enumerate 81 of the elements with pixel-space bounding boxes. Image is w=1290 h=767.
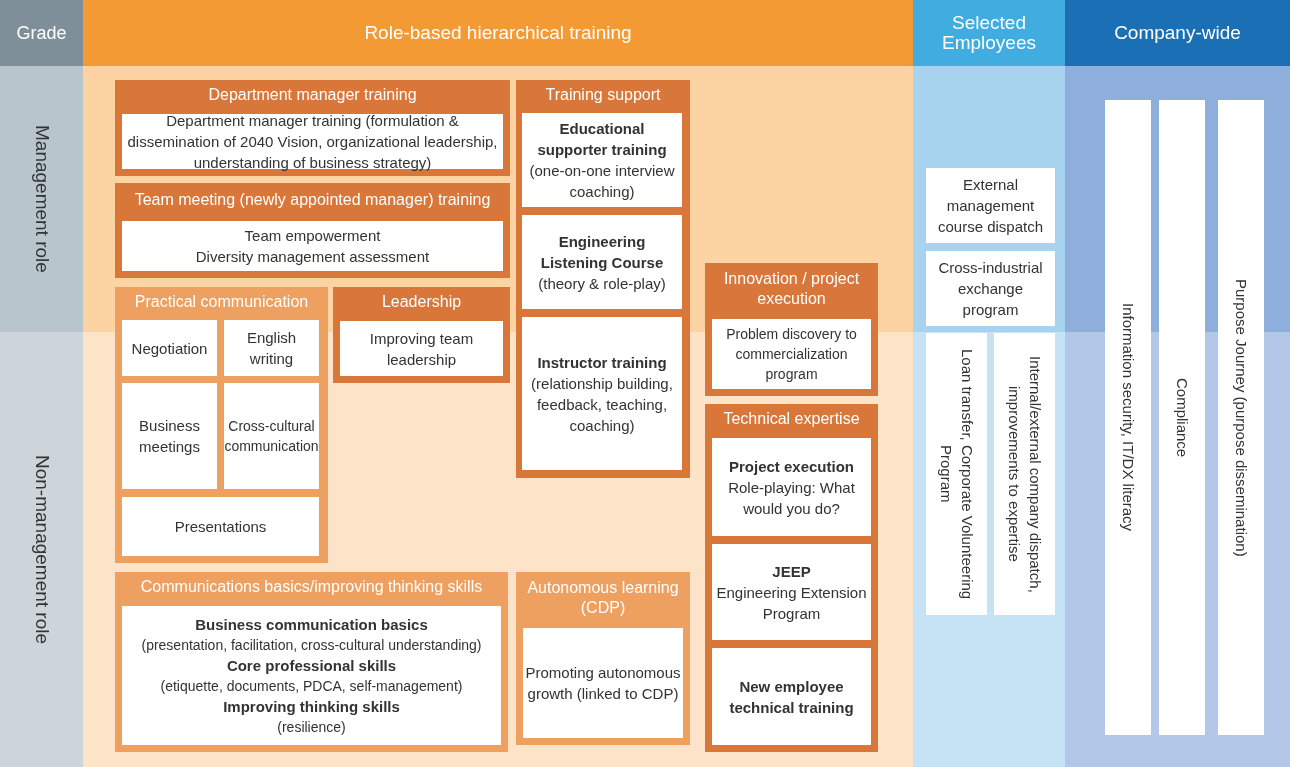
course-box [926, 168, 1055, 243]
box-heading: Leadership [380, 292, 463, 312]
row-header [0, 332, 83, 767]
course-label: Role-playing: What would you do? [727, 477, 856, 519]
course-label: Cross-cultural communication [224, 417, 319, 456]
row-header [0, 66, 83, 332]
course-title: Project execution [728, 456, 854, 477]
column-background [913, 0, 1065, 767]
course-group [115, 287, 328, 563]
course-label: Presentations [174, 517, 267, 537]
course-title: Core professional skills [226, 656, 397, 676]
course-box [926, 251, 1055, 326]
course-title: Educational supporter training [536, 119, 668, 160]
course-box [122, 383, 217, 489]
box-heading: Technical expertise [722, 409, 861, 429]
course-description: Problem discovery to commercialization program [725, 325, 858, 384]
column-background [1065, 0, 1290, 767]
course-description: (presentation, facilitation, cross-cultural understanding) [141, 636, 482, 655]
course-label: Business meetings [138, 416, 201, 457]
box-heading: Autonomous learning (CDP) [526, 578, 680, 618]
course-label: Information security, IT/DX literacy [1118, 303, 1138, 532]
course-label: (theory & role-play) [538, 273, 666, 294]
box-heading: Innovation / project execution [722, 269, 861, 309]
course-card [115, 183, 510, 278]
course-label: Internal/external company dispatch, improvements to expertise [1004, 354, 1045, 595]
course-card [516, 572, 690, 745]
column-header: Company-wide [1065, 0, 1290, 66]
box-heading: Department manager training [207, 85, 418, 105]
course-title: Business communication basics [195, 615, 428, 635]
course-box [224, 383, 319, 489]
course-description: Promoting autonomous growth (linked to CDP) [524, 663, 682, 704]
course-title: New employee technical training [728, 676, 855, 718]
course-box [712, 438, 871, 536]
column-header: Selected Employees [913, 0, 1065, 66]
course-label: Loan transfer, Corporate Volunteering Program [936, 347, 977, 602]
course-box [122, 497, 319, 556]
course-box [994, 333, 1055, 615]
course-card [333, 287, 510, 383]
course-label: (relationship building, feedback, teaching, coaching) [530, 373, 674, 436]
course-label: Purpose Journey (purpose dissemination) [1231, 278, 1251, 557]
row-label: Non-management role [30, 454, 53, 644]
header-cell: Grade [0, 0, 83, 66]
course-label: External management course dispatch [936, 175, 1045, 237]
course-title: Improving thinking skills [223, 697, 400, 717]
course-card [115, 572, 508, 752]
course-group [516, 80, 690, 478]
course-card [705, 263, 878, 396]
course-description: Team empowerment [244, 226, 381, 246]
course-label: Compliance [1172, 377, 1192, 458]
course-box [712, 544, 871, 640]
course-box [926, 333, 987, 615]
course-box [1159, 100, 1205, 735]
box-heading: Team meeting (newly appointed manager) training [133, 190, 492, 210]
course-box [122, 320, 217, 376]
course-label: Engineering Extension Program [715, 582, 868, 624]
course-box [1218, 100, 1264, 735]
course-title: Instructor training [537, 352, 667, 373]
course-description: Diversity management assessment [195, 247, 430, 267]
course-box [1105, 100, 1151, 735]
course-box [522, 317, 682, 470]
column-header: Role-based hierarchical training [83, 0, 913, 66]
course-card [115, 80, 510, 176]
course-group [705, 404, 878, 752]
course-label: (one-on-one interview coaching) [528, 161, 676, 202]
course-box [522, 215, 682, 309]
row-label: Management role [30, 125, 53, 273]
box-heading: Communications basics/improving thinking skills [139, 577, 484, 597]
course-label: Cross-industrial exchange program [937, 258, 1044, 320]
course-title: JEEP [772, 561, 811, 582]
course-description: Department manager training (formulation & dissemination of 2040 Vision, organizational leadership, understanding of business strategy) [126, 111, 499, 173]
box-heading: Training support [544, 85, 662, 105]
course-box [224, 320, 319, 376]
course-label: English writing [245, 328, 298, 369]
course-description: Improving team leadership [368, 328, 475, 370]
course-box [712, 648, 871, 745]
course-label: Negotiation [131, 338, 208, 359]
course-title: Engineering Listening Course [539, 231, 665, 273]
box-heading: Practical communication [133, 292, 310, 312]
course-box [522, 113, 682, 207]
course-description: (etiquette, documents, PDCA, self-management) [160, 677, 463, 696]
course-description: (resilience) [277, 718, 346, 737]
